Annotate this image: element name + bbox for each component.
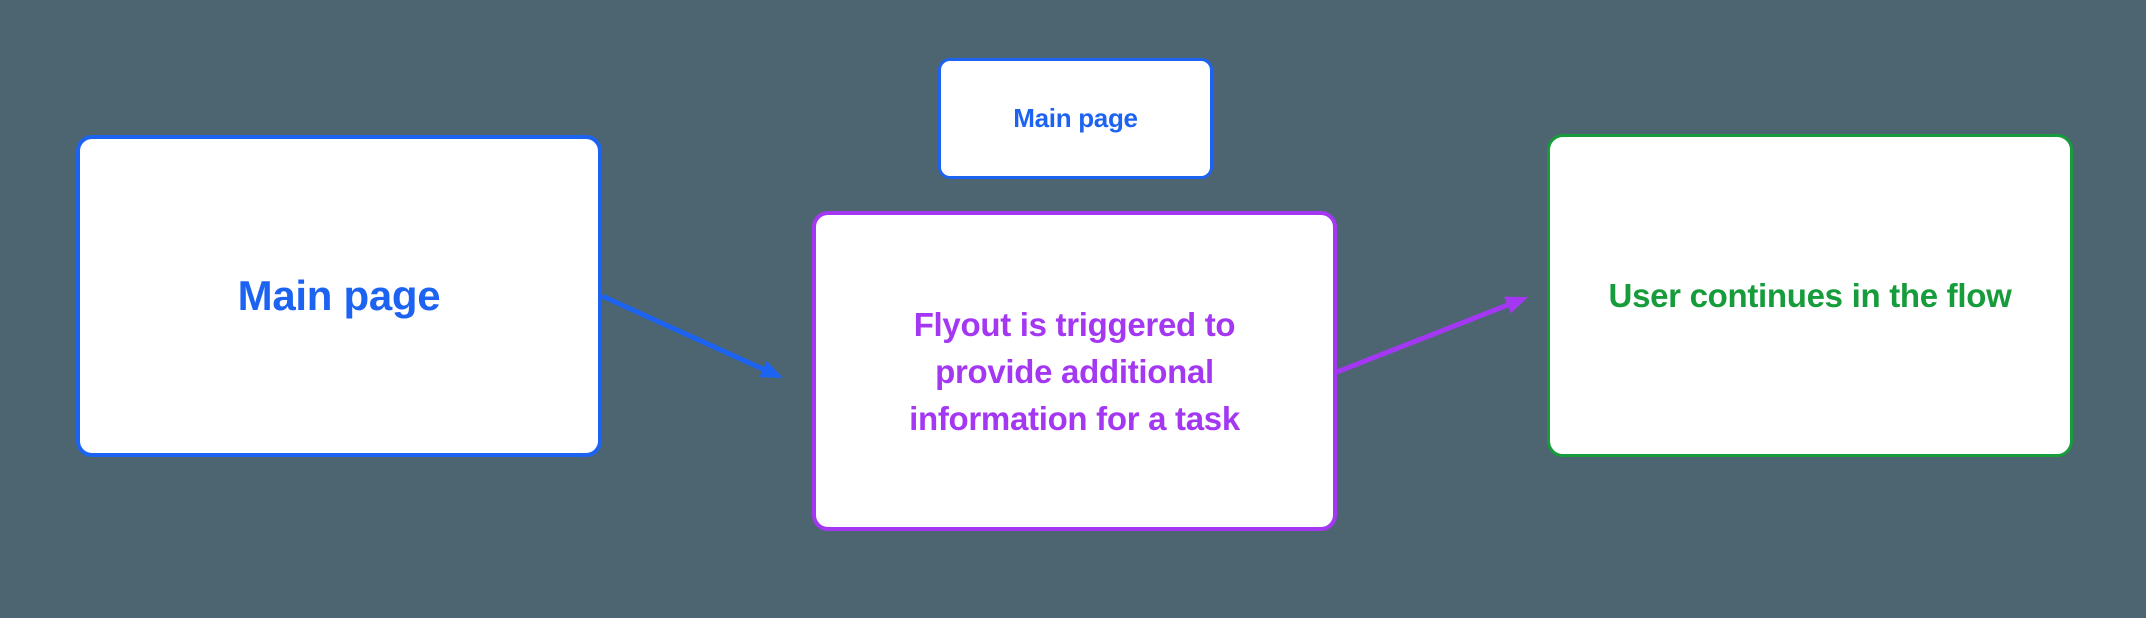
node-continue-flow-label: User continues in the flow (1608, 276, 2012, 314)
arrow-head-icon (759, 360, 783, 378)
node-main-page-mini-label: Main page (1013, 103, 1138, 133)
connector-arrow-purple[interactable] (1336, 296, 1528, 375)
arrow-head-icon (1504, 296, 1528, 314)
node-main-page-label: Main page (237, 272, 441, 319)
arrow-line (600, 293, 767, 373)
node-continue-flow[interactable]: User continues in the flow (1547, 134, 2073, 457)
node-main-page-mini[interactable]: Main page (938, 58, 1213, 179)
arrow-line (1336, 302, 1510, 375)
node-flyout[interactable]: Flyout is triggered to provide additiona… (812, 211, 1337, 531)
node-main-page[interactable]: Main page (76, 135, 602, 457)
node-flyout-label: Flyout is triggered to provide additiona… (909, 305, 1240, 437)
connector-arrow-blue[interactable] (600, 293, 783, 378)
